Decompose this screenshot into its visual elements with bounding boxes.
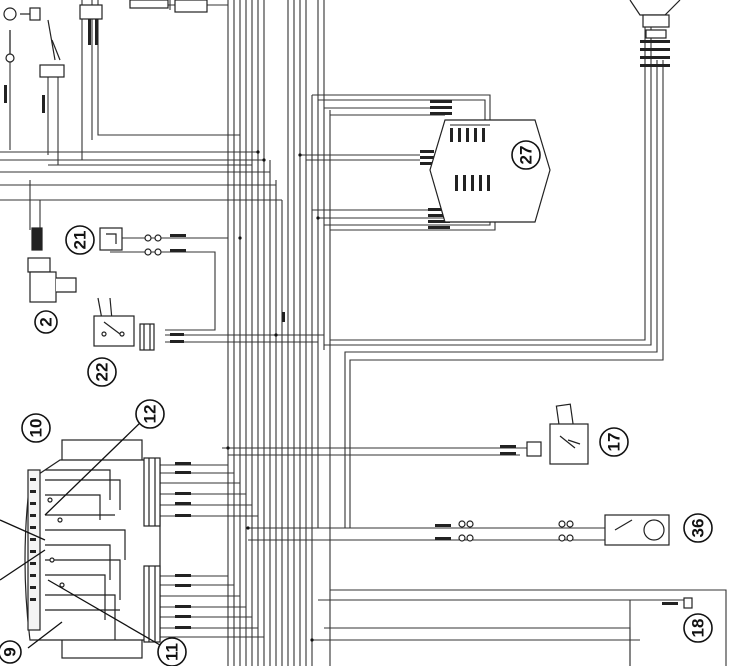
- svg-text:2: 2: [37, 317, 56, 326]
- component-36-switch: [458, 514, 670, 546]
- svg-text:10: 10: [27, 419, 46, 438]
- callout-2: 2: [34, 310, 58, 334]
- svg-text:21: 21: [71, 231, 90, 250]
- callout-36: 36: [683, 513, 713, 543]
- callout-10: 10: [21, 413, 51, 443]
- leader-lines: [0, 419, 161, 649]
- component-17-switch: [526, 403, 589, 465]
- callout-21: 21: [65, 225, 95, 255]
- svg-text:12: 12: [141, 405, 160, 424]
- component-22-switch: [93, 297, 155, 351]
- component-21-relay: [99, 227, 162, 256]
- svg-text:17: 17: [605, 433, 624, 452]
- svg-text:27: 27: [517, 146, 536, 165]
- instrument-panel: [24, 439, 161, 659]
- callout-12: 12: [135, 399, 165, 429]
- component-2-sensor: [27, 227, 77, 303]
- callout-18: 18: [683, 613, 713, 643]
- callout-22: 22: [87, 357, 117, 387]
- svg-text:9: 9: [1, 647, 20, 656]
- svg-text:22: 22: [93, 363, 112, 382]
- callouts: 2 9 10 11 12 17 18 21: [0, 140, 713, 666]
- svg-text:18: 18: [689, 619, 708, 638]
- callout-11: 11: [157, 637, 187, 666]
- svg-text:36: 36: [689, 519, 708, 538]
- wire-labels: [4, 15, 678, 629]
- junction-dots: [226, 150, 320, 642]
- callout-27: 27: [511, 140, 541, 170]
- top-right-connector: [629, 0, 681, 39]
- callout-17: 17: [599, 427, 629, 457]
- component-18-connector: [683, 597, 693, 609]
- top-left-components: [3, 0, 208, 78]
- connector-27: [429, 119, 551, 223]
- callout-9: 9: [0, 640, 22, 664]
- svg-text:11: 11: [163, 643, 182, 661]
